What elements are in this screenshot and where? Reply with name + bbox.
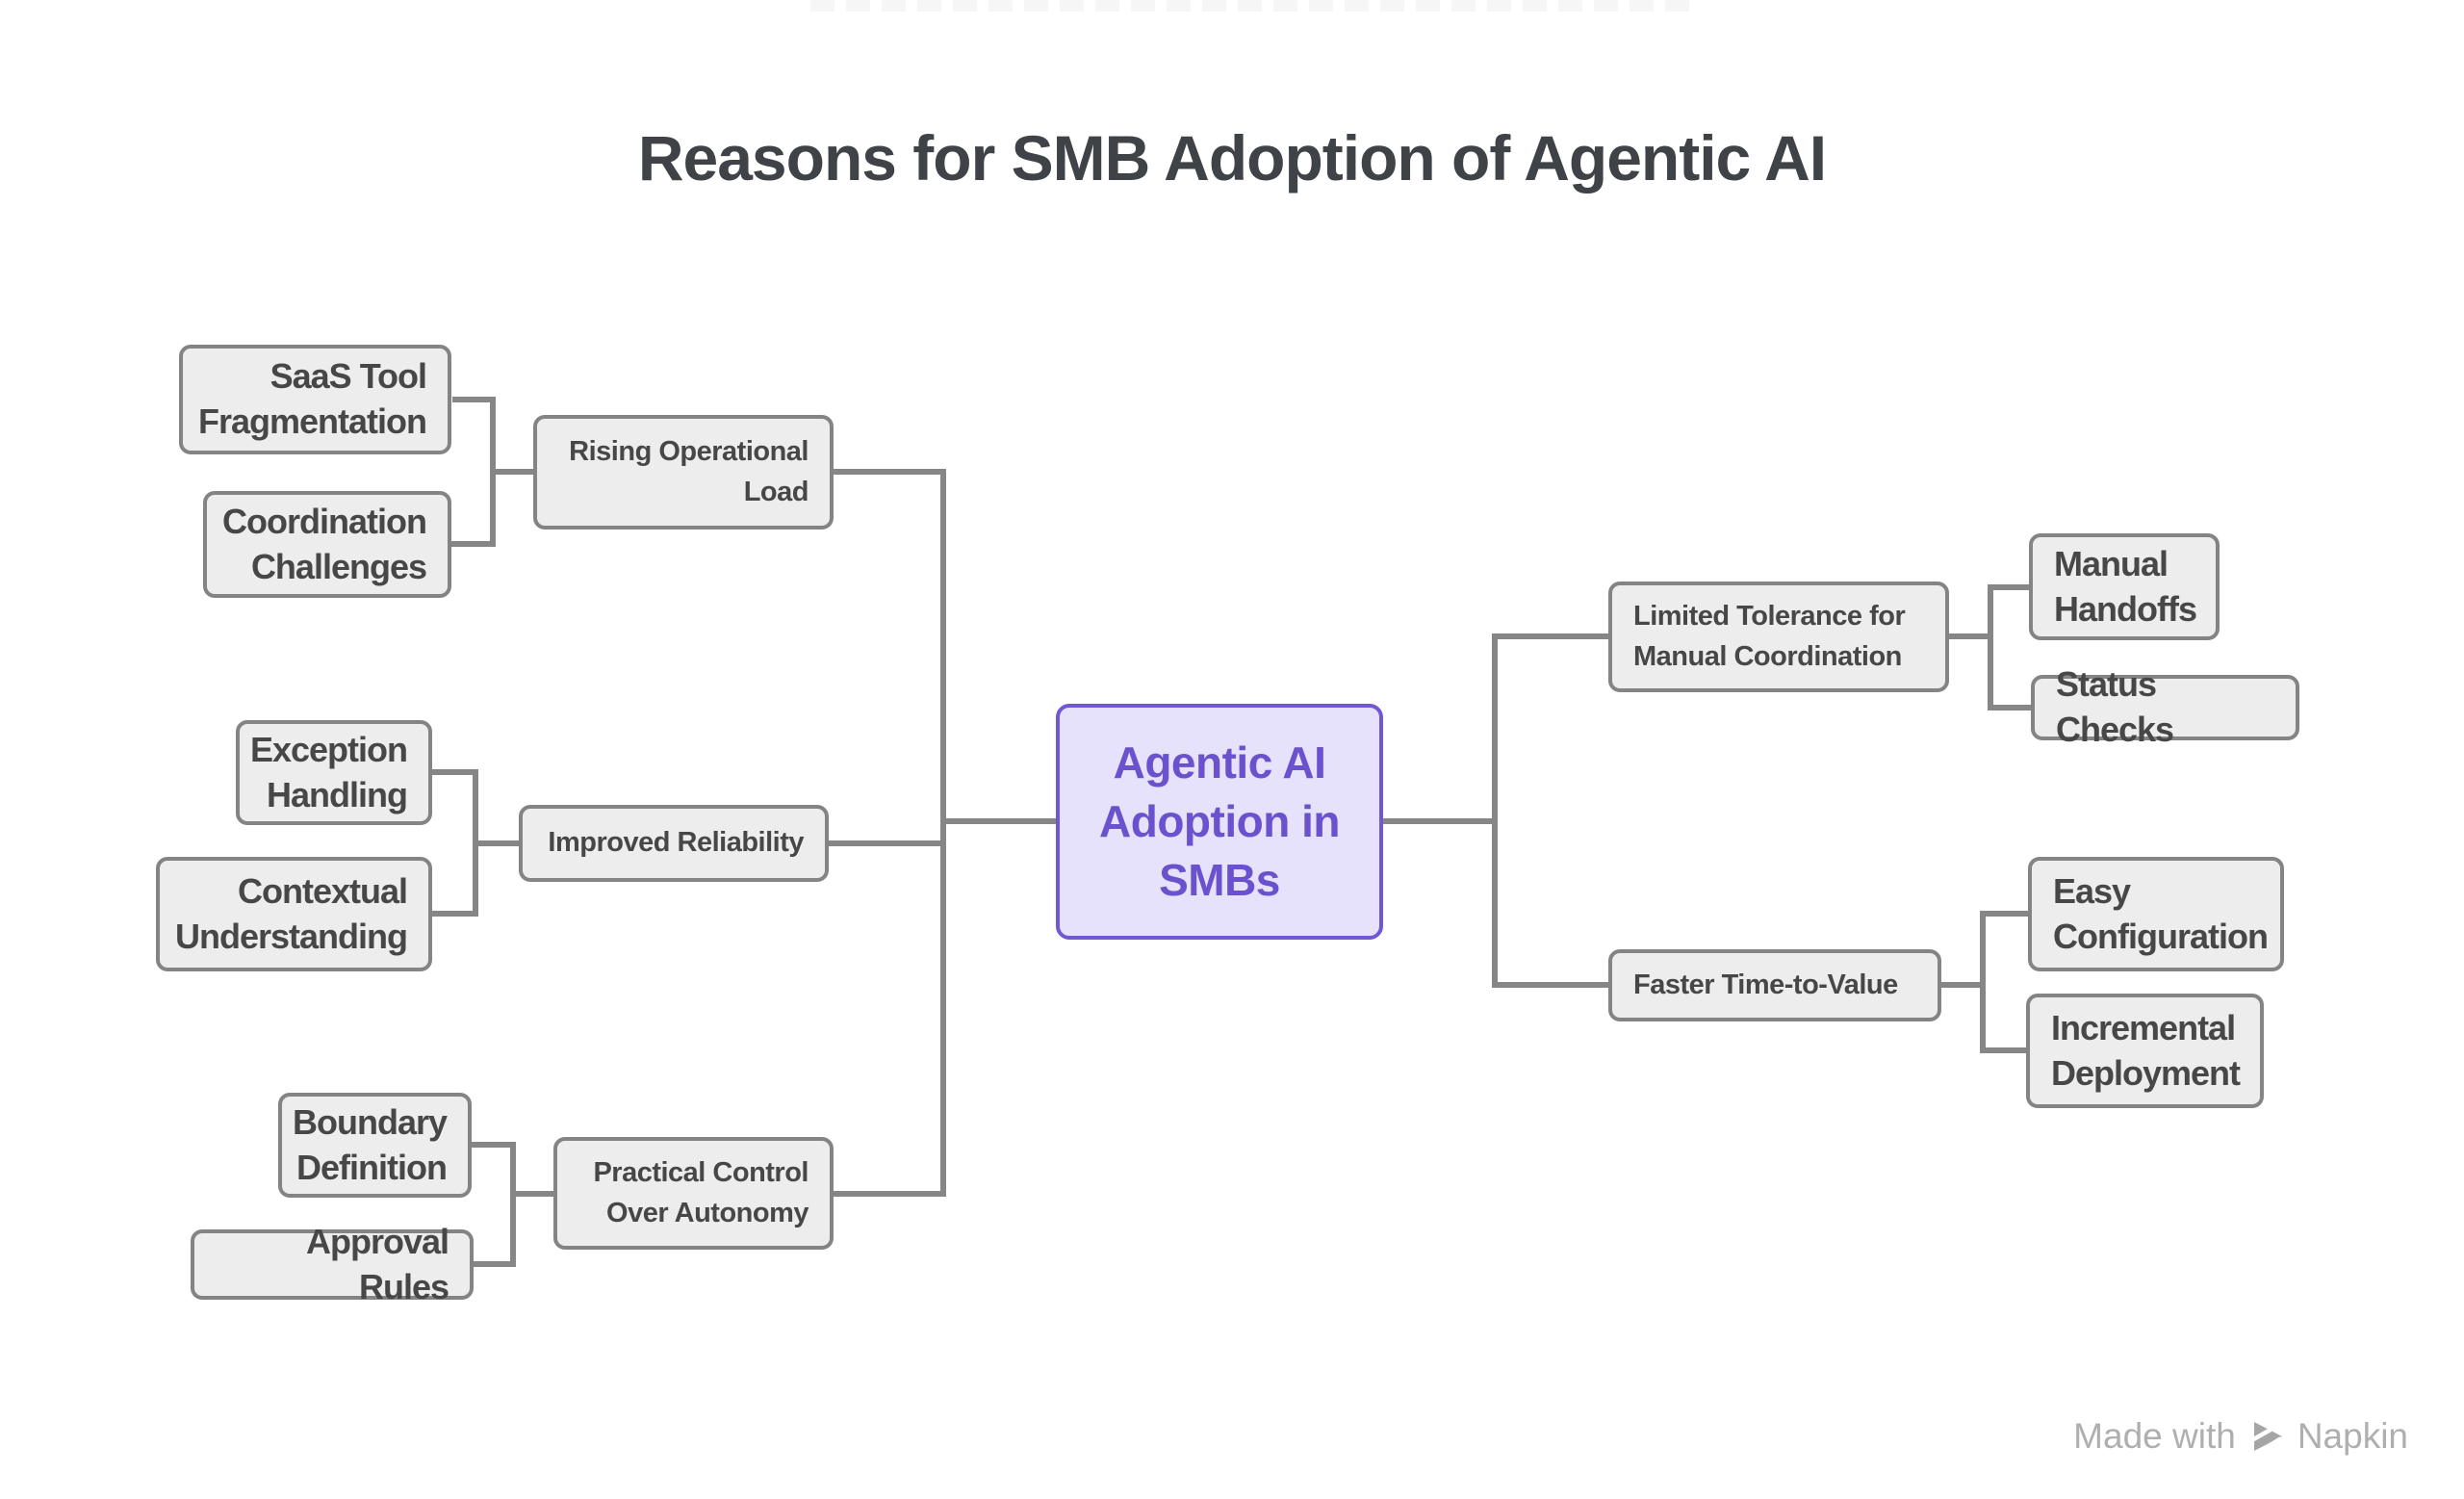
connector [1988,584,2029,590]
node-limited-tolerance-for-manual-coordination: Limited Tolerance for Manual Coordinatio… [1608,582,1949,692]
connector [1980,1047,2026,1053]
connector [1949,633,1993,639]
node-label: Rising Operational Load [569,436,808,507]
connector [432,911,478,917]
node-label: Faster Time-to-Value [1633,969,1898,1000]
node-label: Contextual Understanding [174,870,408,956]
connector [473,840,519,846]
watermark: Made with Napkin [2073,1416,2408,1457]
connector [472,1142,516,1148]
connector [510,1191,553,1197]
watermark-text: Made with [2073,1416,2236,1456]
napkin-logo-icon [2246,1417,2286,1456]
connector [940,818,1056,824]
node-label: Improved Reliability [548,827,804,859]
connector [451,541,496,547]
node-exception-handling: Exception Handling [236,720,432,825]
node-label: Easy Configuration [2053,870,2269,956]
connector [1492,633,1608,639]
node-manual-handoffs: Manual Handoffs [2029,533,2220,640]
node-label: Agentic AI Adoption in SMBs [1099,737,1340,905]
watermark-brand: Napkin [2297,1416,2408,1456]
node-label: Exception Handling [249,729,408,814]
node-label: Incremental Deployment [2051,1007,2241,1093]
connector [432,769,478,775]
node-practical-control-over-autonomy: Practical Control Over Autonomy [553,1137,834,1250]
connector [490,469,533,475]
node-label: SaaS Tool Fragmentation [197,356,427,441]
node-rising-operational-load: Rising Operational Load [533,415,834,530]
node-status-checks: Status Checks [2031,664,2299,749]
node-boundary-definition: Boundary Definition [278,1093,472,1198]
top-dashed-strip [810,0,1701,12]
node-faster-time-to-value: Faster Time-to-Value [1608,949,1941,1021]
connector [829,840,946,846]
connector [510,1142,516,1267]
connector [834,1191,946,1197]
connector [1383,818,1498,824]
connector [1492,982,1608,988]
connector [452,397,496,402]
node-incremental-deployment: Incremental Deployment [2026,994,2264,1108]
node-label: Coordination Challenges [222,501,427,586]
node-saas-tool-fragmentation: SaaS Tool Fragmentation [179,345,451,454]
node-label: Manual Handoffs [2054,543,2197,629]
node-label: Limited Tolerance for Manual Coordinatio… [1633,601,1906,672]
node-label: Approval Rules [305,1221,449,1306]
connector [1980,911,1986,1053]
node-coordination-challenges: Coordination Challenges [203,491,451,598]
connector [1492,633,1498,988]
node-easy-configuration: Easy Configuration [2028,857,2284,971]
node-improved-reliability: Improved Reliability [519,805,829,882]
connector [474,1261,516,1267]
node-agentic-ai-adoption-in-smbs: Agentic AI Adoption in SMBs [1056,704,1383,940]
node-contextual-understanding: Contextual Understanding [156,857,432,971]
connector [834,469,946,475]
connector [1988,705,2031,711]
connector [1941,982,1986,988]
node-approval-rules: Approval Rules [191,1222,474,1306]
node-label: Boundary Definition [292,1101,448,1187]
connector [1980,911,2028,917]
connector [1988,584,1993,711]
connector [940,469,946,1197]
node-label: Status Checks [2056,664,2174,749]
page-title: Reasons for SMB Adoption of Agentic AI [637,122,1827,194]
node-label: Practical Control Over Autonomy [593,1157,808,1228]
